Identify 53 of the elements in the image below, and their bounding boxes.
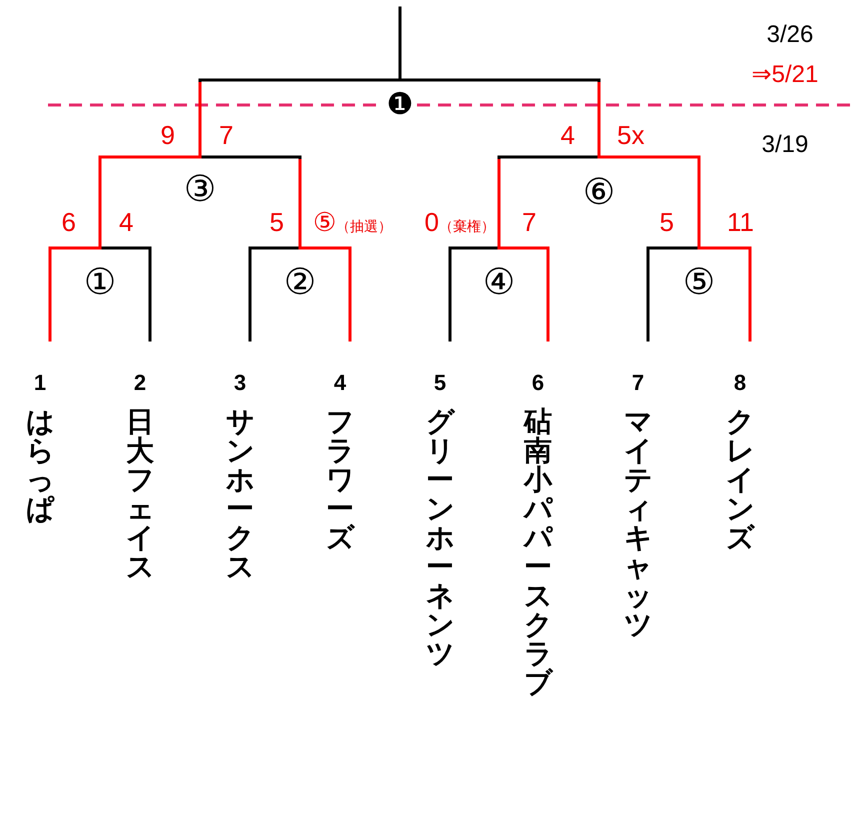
team-number: 5	[434, 371, 446, 395]
team-number: 6	[532, 371, 544, 395]
team-number: 2	[134, 371, 146, 395]
team-name: グリーンホーネンツ	[426, 407, 454, 668]
score-label: 4	[119, 208, 134, 236]
bracket-line	[198, 156, 302, 250]
team-name: フラワーズ	[326, 407, 354, 552]
score-label: ⑤（抽選）	[313, 208, 392, 239]
match-number: ⑤	[682, 265, 716, 301]
match-number: ④	[482, 265, 516, 301]
team-name: 日大フェイス	[126, 407, 154, 581]
bracket-line	[598, 156, 700, 250]
team-name: 砧南小パパースクラブ	[524, 407, 552, 697]
bracket-line	[98, 156, 202, 250]
team-name: はらっぱ	[26, 407, 54, 523]
bracket-line	[698, 246, 752, 342]
bracket-line	[298, 246, 352, 342]
bracket-line	[646, 246, 700, 342]
match-number: ⑥	[582, 175, 616, 211]
team-name: マイティキャッツ	[624, 407, 652, 639]
match-number: ②	[284, 265, 316, 301]
score-label: 7	[522, 208, 536, 236]
team-number: 4	[334, 371, 346, 395]
score-label: 5x	[617, 121, 644, 149]
bracket-line	[248, 246, 302, 342]
bracket-line	[498, 156, 600, 250]
score-label: 4	[560, 121, 575, 149]
bracket-line	[48, 246, 102, 342]
date-label: ⇒5/21	[752, 62, 818, 88]
score-label: 6	[62, 208, 76, 236]
bracket-line	[448, 246, 500, 342]
team-number: 1	[34, 371, 46, 395]
team-name: サンホークス	[226, 407, 254, 581]
bracket-line	[198, 78, 402, 158]
team-number: 7	[632, 371, 644, 395]
score-label: 7	[219, 121, 234, 149]
team-number: 8	[734, 371, 746, 395]
match-number: ③	[184, 172, 216, 208]
bracket-line	[398, 78, 600, 158]
match-number: ①	[84, 265, 116, 301]
bracket-line	[398, 6, 402, 82]
score-label: 0（棄権）	[424, 208, 495, 239]
score-label: 5	[270, 208, 284, 236]
date-label: 3/26	[766, 22, 814, 48]
date-label: 3/19	[762, 132, 808, 158]
score-label: 9	[160, 121, 175, 149]
team-number: 3	[234, 371, 246, 395]
bracket-line	[498, 246, 550, 342]
bracket-line	[98, 246, 152, 342]
team-name: クレインズ	[726, 407, 754, 552]
score-label: 11	[727, 208, 754, 236]
score-label: 5	[660, 208, 674, 236]
match-number: ❶	[386, 90, 414, 120]
